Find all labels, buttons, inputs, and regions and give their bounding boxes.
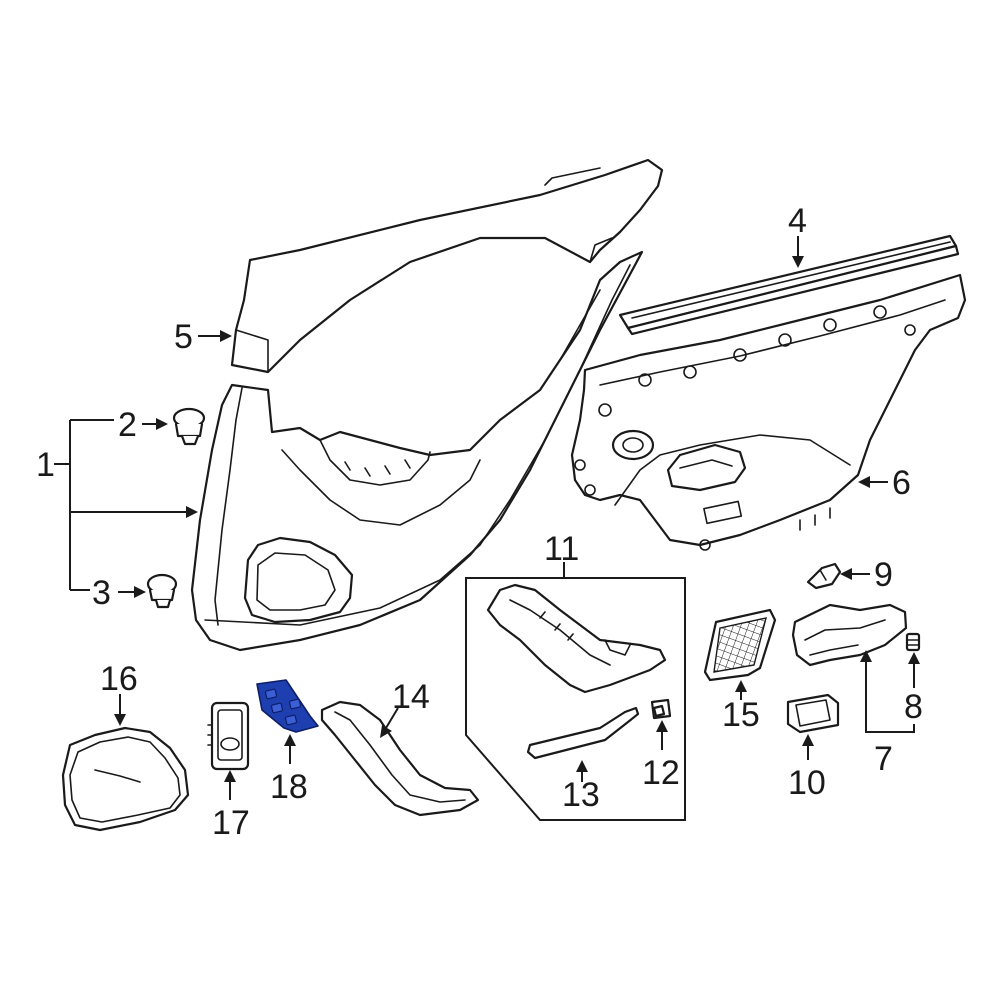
callout-10: 10 (788, 764, 826, 802)
part-3-clip[interactable] (146, 573, 178, 609)
part-12-clip[interactable] (650, 698, 672, 720)
callout-8: 8 (904, 688, 923, 726)
part-13-trim-strip[interactable] (526, 706, 640, 760)
callout-4: 4 (788, 202, 807, 240)
callout-15: 15 (722, 696, 760, 734)
part-10-switch-bezel[interactable] (786, 693, 840, 734)
part-2-clip[interactable] (172, 407, 206, 446)
part-17-switch[interactable] (207, 701, 250, 771)
part-1-door-trim-panel[interactable] (190, 250, 644, 652)
part-5-upper-trim[interactable] (230, 158, 664, 374)
part-7-handle[interactable] (791, 603, 908, 667)
callout-18: 18 (270, 768, 308, 806)
part-16-speaker-cover[interactable] (61, 726, 190, 832)
group-11-box (465, 577, 686, 821)
callout-11: 11 (544, 530, 579, 568)
callout-16: 16 (100, 660, 138, 698)
callout-14: 14 (392, 678, 430, 716)
callout-6: 6 (892, 464, 911, 502)
callout-7: 7 (874, 740, 893, 778)
part-6-door-carrier[interactable] (570, 273, 967, 551)
part-11-armrest[interactable] (486, 583, 667, 694)
part-18-switch-highlighted[interactable] (256, 679, 319, 733)
callout-3: 3 (92, 574, 111, 612)
part-14-trim-piece[interactable] (320, 700, 480, 817)
callout-5: 5 (174, 318, 193, 356)
part-4-weatherstrip[interactable] (618, 234, 960, 336)
part-15-grille[interactable] (703, 608, 777, 682)
callouts: 1 2 3 4 5 6 7 8 9 10 (36, 202, 923, 842)
callout-12: 12 (642, 754, 680, 792)
part-9-small-clip[interactable] (806, 562, 842, 590)
callout-13: 13 (562, 776, 600, 814)
callout-17: 17 (212, 804, 250, 842)
part-8-bolt[interactable] (905, 632, 921, 652)
callout-2: 2 (118, 406, 137, 444)
callout-1: 1 (36, 446, 55, 484)
callout-9: 9 (874, 556, 893, 594)
